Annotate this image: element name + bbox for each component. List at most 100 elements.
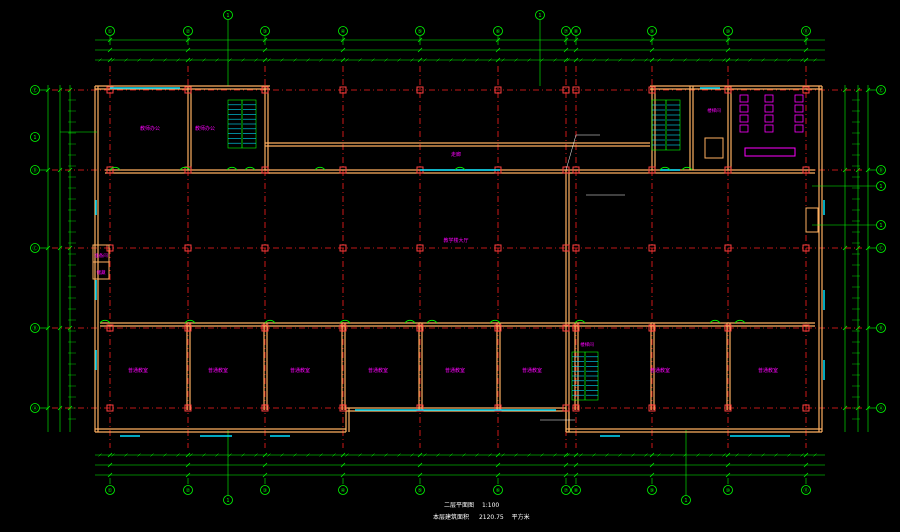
dim-subtick-top	[475, 58, 479, 62]
axis-bubble-bottom-5-label: ⑤	[418, 488, 422, 494]
axis-bubble-bottom-6	[493, 485, 503, 495]
plan-scale: 1:100	[481, 502, 500, 509]
dim-tick-4-1	[417, 47, 423, 53]
structural-column-10-4	[802, 404, 810, 412]
structural-column-7-4	[572, 404, 580, 412]
dim-subtick-bottom	[722, 453, 726, 457]
structural-column-8-3	[648, 324, 656, 332]
dim-subtick-bottom	[98, 453, 102, 457]
structural-column-5-2	[494, 244, 502, 252]
dim-subtick-top	[371, 58, 375, 62]
dim-subtick-top	[644, 58, 648, 62]
dim-subtick-top	[410, 58, 414, 62]
dim-subtick-top	[579, 58, 583, 62]
structural-column-7-1	[572, 166, 580, 174]
structural-column-3-4	[339, 404, 347, 412]
dim-subtick-bottom	[761, 453, 765, 457]
dim-tick-5-2	[495, 57, 501, 63]
section-mark-0	[223, 10, 233, 20]
dim-subtick-top	[202, 58, 206, 62]
room-label-office-1: 教师办公	[140, 125, 160, 132]
door-swing-0	[109, 166, 121, 171]
axis-bubble-top-8	[571, 26, 581, 36]
section-mark-5-label: 1	[879, 184, 882, 190]
axis-bubble-left-4	[30, 323, 40, 333]
axis-bubble-top-6	[493, 26, 503, 36]
structural-column-1-0	[184, 86, 192, 94]
dim-subtick-bottom	[202, 453, 206, 457]
axis-bubble-top-4-label: ④	[341, 29, 346, 35]
dim-subtick-bottom	[306, 453, 310, 457]
dim-subtick-top	[306, 58, 310, 62]
door-swing-11	[339, 319, 351, 324]
dim-subtick-top	[345, 58, 349, 62]
dim-tick-8-4	[649, 462, 655, 468]
dim-subtick-top	[358, 58, 362, 62]
door-swing-7	[681, 166, 693, 171]
room-label-corridor: 走廊	[451, 151, 461, 158]
dim-subtick-bottom	[215, 453, 219, 457]
structural-column-10-3	[802, 324, 810, 332]
axis-bubble-bottom-6-label: ⑥	[496, 488, 501, 494]
dim-row-tick-0-1	[57, 87, 63, 93]
dim-tick-7-3	[573, 452, 579, 458]
section-mark-2	[223, 495, 233, 505]
dim-tick-7-4	[573, 462, 579, 468]
structural-column-3-0	[339, 86, 347, 94]
dim-tick-6-2	[563, 57, 569, 63]
dim-subtick-top	[631, 58, 635, 62]
dim-tick-3-4	[340, 462, 346, 468]
dim-subtick-bottom	[618, 453, 622, 457]
structural-column-8-1	[648, 166, 656, 174]
axis-bubble-top-3-label: ③	[263, 29, 267, 35]
dim-subtick-bottom	[371, 453, 375, 457]
axis-bubble-bottom-8-label: ⑧	[574, 488, 579, 494]
dim-subtick-top	[319, 58, 323, 62]
structural-column-0-1	[106, 166, 114, 174]
dim-subtick-top	[696, 58, 700, 62]
room-label-small-1: 准备间	[94, 252, 108, 259]
dim-tick-3-1	[340, 47, 346, 53]
dim-tick-6-5	[563, 472, 569, 478]
room-label-classroom-5: 普通教室	[445, 367, 465, 374]
axis-bubble-bottom-3	[260, 485, 270, 495]
dim-subtick-top	[813, 58, 817, 62]
dim-subtick-bottom	[579, 453, 583, 457]
structural-column-9-1	[724, 166, 732, 174]
structural-column-9-4	[724, 404, 732, 412]
dim-tick-9-4	[725, 462, 731, 468]
door-swing-16	[709, 319, 721, 324]
dim-subtick-top	[111, 58, 115, 62]
axis-bubble-top-9	[647, 26, 657, 36]
axis-bubble-bottom-1-label: ①	[108, 488, 113, 494]
dim-subtick-top	[423, 58, 427, 62]
dim-subtick-top	[800, 58, 804, 62]
room-label-hall: 教学楼大厅	[443, 237, 468, 244]
axis-bubble-bottom-4	[338, 485, 348, 495]
area-unit: 平方米	[511, 514, 530, 521]
axis-bubble-top-11	[801, 26, 811, 36]
dim-tick-5-5	[495, 472, 501, 478]
area-value: 2120.75	[478, 514, 504, 521]
dim-tick-10-4	[803, 462, 809, 468]
axis-bubble-right-4-label: Ⓑ	[878, 325, 883, 332]
structural-column-7-0	[572, 86, 580, 94]
dim-subtick-top	[267, 58, 271, 62]
dim-subtick-top	[657, 58, 661, 62]
axis-bubble-bottom-9	[647, 485, 657, 495]
room-label-classroom-6: 普通教室	[522, 367, 542, 374]
dim-subtick-top	[761, 58, 765, 62]
axis-bubble-right-1	[876, 85, 886, 95]
dim-subtick-bottom	[449, 453, 453, 457]
dim-subtick-bottom	[150, 453, 154, 457]
dim-subtick-bottom	[332, 453, 336, 457]
dim-subtick-top	[137, 58, 141, 62]
dim-tick-9-3	[725, 452, 731, 458]
structural-column-3-2	[339, 244, 347, 252]
dim-subtick-bottom	[163, 453, 167, 457]
toilet-stall-left-2	[739, 114, 749, 123]
dim-tick-5-1	[495, 47, 501, 53]
structural-column-4-3	[416, 324, 424, 332]
structural-column-6-4	[562, 404, 570, 412]
dim-subtick-top	[215, 58, 219, 62]
